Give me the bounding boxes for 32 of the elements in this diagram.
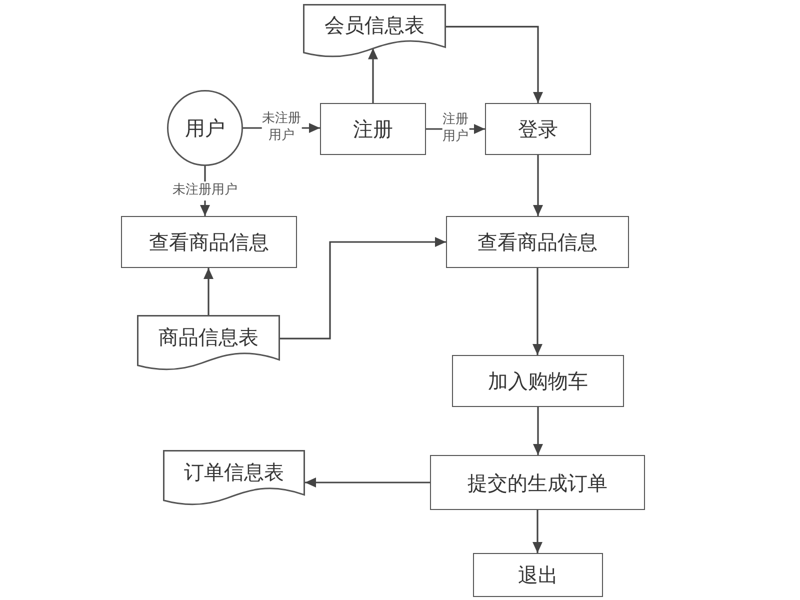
process-box xyxy=(452,355,624,407)
process-box xyxy=(473,553,603,597)
node-text: 提交的生成订单 xyxy=(468,470,608,494)
node-text: 商品信息表 xyxy=(158,325,258,349)
node-text: 查看商品信息 xyxy=(149,230,269,254)
arrow xyxy=(533,407,543,455)
process-box xyxy=(320,103,426,155)
process-box xyxy=(430,455,645,510)
process-box xyxy=(121,216,297,268)
arrow xyxy=(532,510,542,553)
circle-node xyxy=(167,90,243,166)
node-text: 注册 xyxy=(353,117,393,141)
arrow xyxy=(305,478,430,488)
arrow xyxy=(280,237,446,340)
document-shape xyxy=(163,450,305,506)
process-box xyxy=(446,216,629,268)
process-box xyxy=(485,103,591,155)
edge-label: 未注册用户 xyxy=(172,182,238,200)
arrow xyxy=(368,48,378,103)
document-shape xyxy=(303,4,446,58)
document-shape xyxy=(137,315,280,371)
node-text: 登录 xyxy=(518,117,558,141)
node-text: 加入购物车 xyxy=(488,369,588,393)
node-text: 用户 xyxy=(185,116,225,140)
node-text: 订单信息表 xyxy=(184,460,284,484)
node-text: 会员信息表 xyxy=(324,13,424,37)
arrow xyxy=(204,268,214,315)
arrow xyxy=(533,155,543,216)
arrow xyxy=(446,26,543,103)
node-text: 退出 xyxy=(518,563,558,587)
arrow xyxy=(532,268,542,355)
node-text: 查看商品信息 xyxy=(478,230,598,254)
